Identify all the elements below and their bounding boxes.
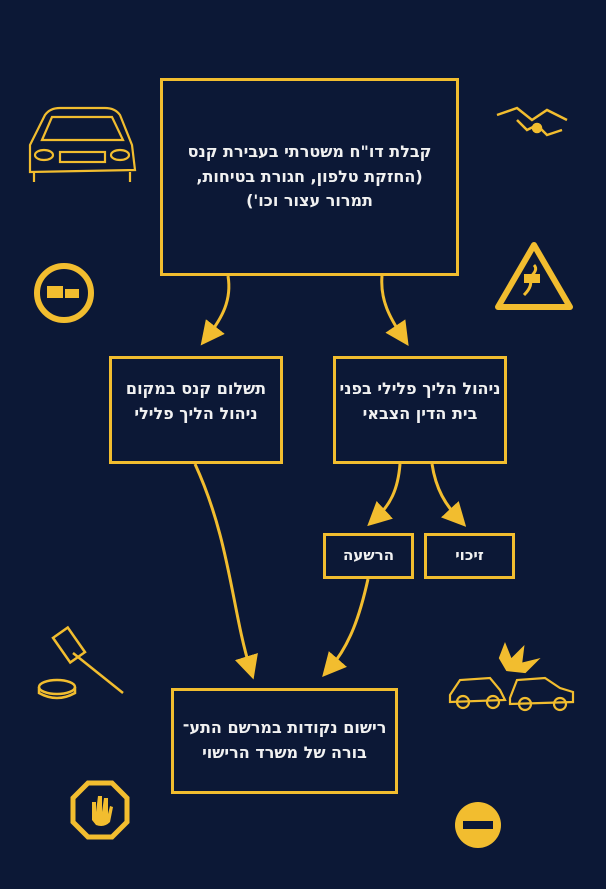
car-icon [28, 106, 137, 182]
acquittal-label: זיכוי [455, 546, 484, 565]
arrow-conviction-to-points [322, 578, 370, 678]
conviction-label: הרשעה [343, 546, 395, 565]
no-truck-sign-icon [34, 263, 94, 323]
no-entry-sign-icon [455, 802, 501, 848]
ticket-line: תמרור עצור וכו') [246, 191, 373, 211]
points-line: בורה של משרד הרישוי [202, 743, 367, 762]
arrow-court-to-conviction [367, 463, 402, 527]
handshake-icon [496, 106, 568, 137]
gavel-icon [37, 625, 124, 700]
arrow-ticket-to-pay [200, 275, 231, 346]
pay-fine-line: ניהול הליך פלילי [134, 403, 258, 423]
ticket-line: קבלת דו"ח משטרתי בעבירת קנס [187, 141, 432, 161]
ticket-box: קבלת דו"ח משטרתי בעבירת קנס (החזקת טלפון,… [160, 78, 459, 276]
pay-fine-line: תשלום קנס במקום [125, 379, 267, 398]
points-line: רישום נקודות במרשם התע־ [182, 718, 387, 738]
ticket-line: (החזקת טלפון, חגורת בטיחות, [196, 166, 423, 186]
arrow-pay-to-points [193, 463, 258, 680]
court-line: ניהול הליך פלילי בפני [339, 379, 501, 398]
slippery-road-sign-icon [495, 242, 573, 310]
arrow-ticket-to-court [380, 275, 409, 346]
points-box: רישום נקודות במרשם התע־ בורה של משרד הריש… [171, 688, 398, 794]
pay-fine-box: תשלום קנס במקום ניהול הליך פלילי [109, 356, 283, 464]
stop-hand-sign-icon [70, 780, 130, 840]
car-crash-icon [448, 641, 575, 712]
conviction-box: הרשעה [323, 533, 414, 579]
acquittal-box: זיכוי [424, 533, 515, 579]
court-box: ניהול הליך פלילי בפני בית הדין הצבאי [333, 356, 507, 464]
arrow-court-to-acquittal [430, 463, 467, 527]
court-line: בית הדין הצבאי [362, 403, 478, 423]
